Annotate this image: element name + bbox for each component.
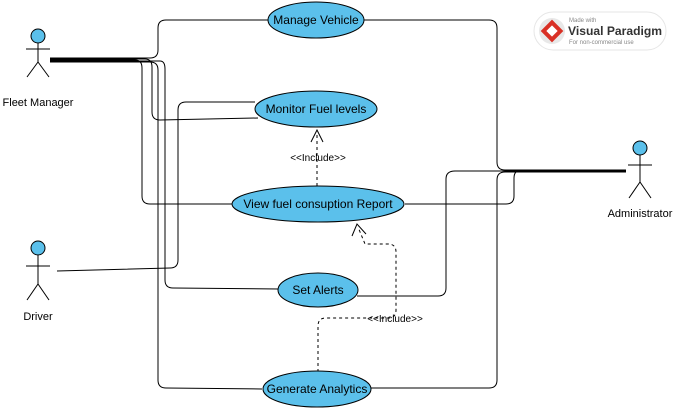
assoc-fleet-manager-view-report bbox=[50, 59, 233, 205]
assoc-fleet-manager-generate-analytics bbox=[50, 61, 263, 390]
include-arrowhead-monitor-fuel bbox=[310, 128, 324, 143]
include-label-2: <<Include>> bbox=[367, 314, 423, 325]
include-generate-analytics-view-report bbox=[317, 226, 397, 372]
use-case-manage-vehicle[interactable]: Manage Vehicle bbox=[267, 1, 365, 39]
watermark-brand: Visual Paradigm bbox=[568, 24, 662, 38]
assoc-driver-monitor-fuel bbox=[56, 101, 255, 272]
assoc-admin-manage-vehicle bbox=[364, 19, 626, 171]
include-label-1: <<Include>> bbox=[290, 153, 346, 164]
assoc-admin-set-alerts bbox=[357, 170, 626, 297]
actor-administrator[interactable] bbox=[628, 140, 652, 199]
actor-label-driver: Driver bbox=[23, 311, 53, 323]
use-case-set-alerts[interactable]: Set Alerts bbox=[277, 272, 359, 308]
assoc-admin-view-report bbox=[405, 169, 626, 205]
assoc-fleet-manager-manage-vehicle bbox=[50, 19, 268, 59]
use-case-label: View fuel consuption Report bbox=[243, 197, 393, 211]
use-case-label: Generate Analytics bbox=[267, 382, 368, 396]
actor-fleet-manager[interactable] bbox=[26, 28, 50, 78]
actor-driver[interactable] bbox=[26, 240, 50, 301]
use-case-label: Manage Vehicle bbox=[273, 13, 359, 27]
assoc-fleet-manager-set-alerts bbox=[50, 60, 280, 290]
visual-paradigm-logo-icon bbox=[539, 18, 565, 44]
use-case-generate-analytics[interactable]: Generate Analytics bbox=[262, 370, 372, 408]
watermark-made-with: Made with bbox=[569, 18, 596, 24]
visual-paradigm-watermark: Made with Visual Paradigm For non-commer… bbox=[533, 11, 667, 51]
include-arrowhead-view-report bbox=[351, 223, 367, 237]
watermark-sub: For non-commercial use bbox=[569, 40, 634, 46]
assoc-admin-generate-analytics bbox=[371, 171, 626, 389]
use-case-monitor-fuel[interactable]: Monitor Fuel levels bbox=[254, 90, 378, 128]
use-case-view-report[interactable]: View fuel consuption Report bbox=[231, 185, 405, 223]
actor-label-fleet-manager: Fleet Manager bbox=[3, 97, 74, 109]
use-case-label: Set Alerts bbox=[292, 283, 343, 297]
use-case-label: Monitor Fuel levels bbox=[266, 102, 367, 116]
assoc-fleet-manager-monitor-fuel bbox=[50, 58, 259, 121]
actor-label-administrator: Administrator bbox=[608, 208, 673, 220]
